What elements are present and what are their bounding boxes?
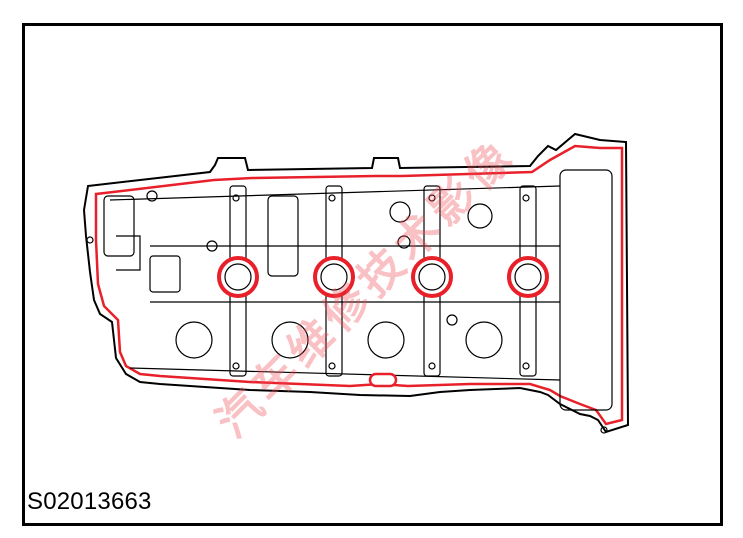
spark-plug-seal-3-inner — [418, 263, 446, 291]
spark-plug-tube-seals — [217, 256, 549, 298]
figure-reference-code: S02013663 — [27, 488, 152, 515]
boss-small-1 — [206, 240, 218, 252]
boss-upper-1 — [389, 201, 411, 223]
right-end-housing — [559, 169, 613, 411]
left-detail-cut — [116, 235, 141, 271]
boss-small-2 — [397, 235, 411, 249]
spark-plug-seal-1-inner — [224, 263, 252, 291]
bolt-hole-6 — [328, 362, 336, 370]
inner-rail-bottom — [129, 367, 561, 381]
figure-frame — [22, 23, 723, 526]
mount-hole-right — [600, 426, 608, 434]
bolt-hole-2 — [328, 194, 336, 202]
bolt-hole-1 — [232, 194, 240, 202]
bolt-hole-8 — [522, 362, 530, 370]
inner-rail-top — [109, 185, 561, 201]
cam-bore-4 — [465, 321, 503, 359]
spark-plug-seal-2-inner — [320, 263, 348, 291]
boss-left — [146, 190, 158, 202]
bolt-hole-7 — [428, 362, 436, 370]
boss-small-3 — [446, 314, 458, 326]
upper-oil-passage — [267, 195, 299, 277]
boss-upper-2 — [467, 203, 493, 229]
mount-hole-left — [86, 236, 94, 244]
oil-passage-seal — [368, 372, 398, 388]
cam-bore-1 — [175, 321, 213, 359]
bolt-hole-3 — [428, 194, 436, 202]
bolt-hole-4 — [522, 194, 530, 202]
head-cover-gasket — [94, 144, 624, 426]
bolt-hole-5 — [232, 362, 240, 370]
cylinder-head-outline — [82, 132, 630, 434]
spark-plug-seal-4-inner — [514, 263, 542, 291]
left-end-housing — [103, 195, 135, 257]
cam-bore-3 — [367, 321, 405, 359]
cam-sensor-boss — [149, 255, 181, 293]
cam-bore-2 — [271, 321, 309, 359]
